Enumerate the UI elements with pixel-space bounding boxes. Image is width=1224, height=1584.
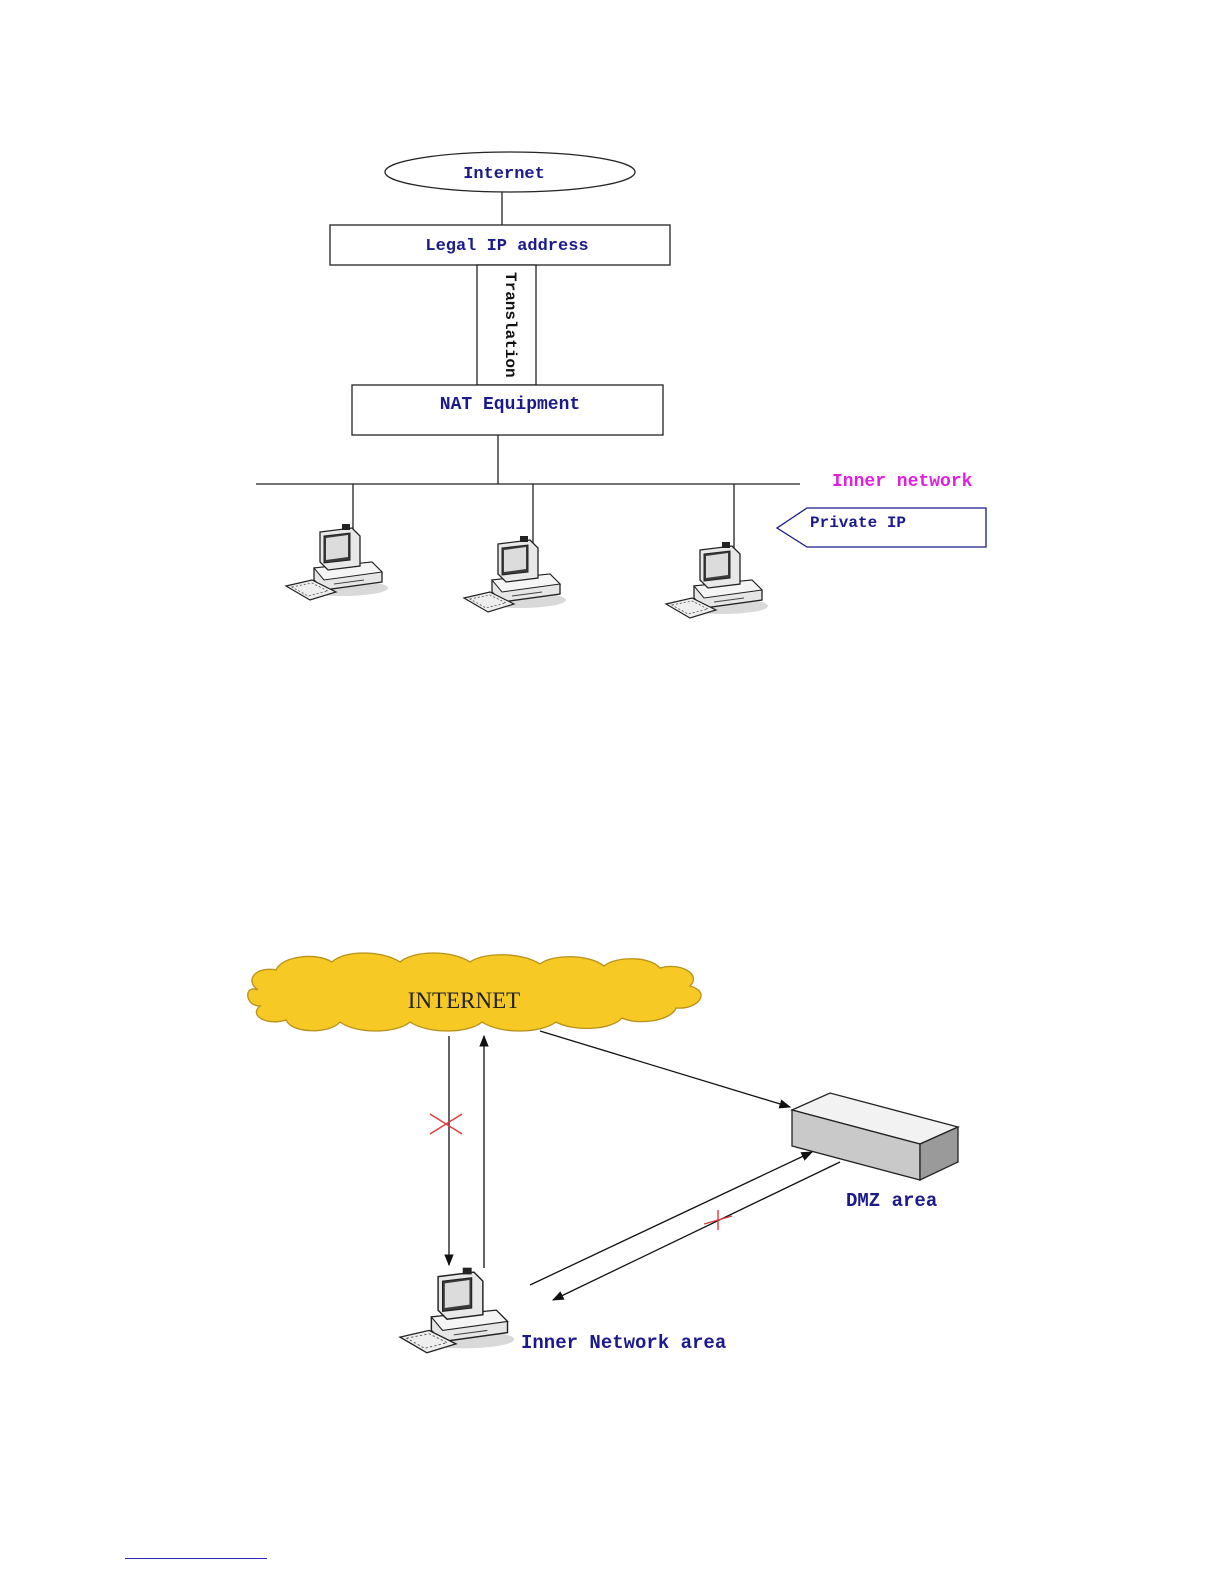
arrow-inner-to-dmz [530,1152,812,1285]
blocked-mark [430,1114,462,1134]
inner-network-area-label: Inner Network area [521,1332,726,1354]
dmz-server-icon [792,1093,958,1180]
internet-label: Internet [463,165,545,184]
computer-icon [286,524,388,600]
legal-ip-label: Legal IP address [425,237,588,256]
arrow-internet-to-dmz [540,1031,790,1107]
computer-icon [666,542,768,618]
internet-cloud-label: INTERNET [408,988,520,1013]
arrow-dmz-to-inner [553,1162,840,1300]
computer-icon [464,536,566,612]
computer-icon [400,1268,514,1353]
dmz-area-label: DMZ area [846,1190,937,1212]
private-ip-label: Private IP [810,514,906,532]
translation-label: Translation [501,272,519,378]
footnote-rule [125,1558,267,1559]
blocked-mark [704,1210,732,1230]
dmz-diagram: INTERNET DMZ area Inner Network area [248,953,958,1354]
inner-network-label: Inner network [832,472,973,492]
nat-equipment-label: NAT Equipment [440,395,580,415]
nat-diagram: Internet Legal IP address Translation NA… [256,152,986,618]
